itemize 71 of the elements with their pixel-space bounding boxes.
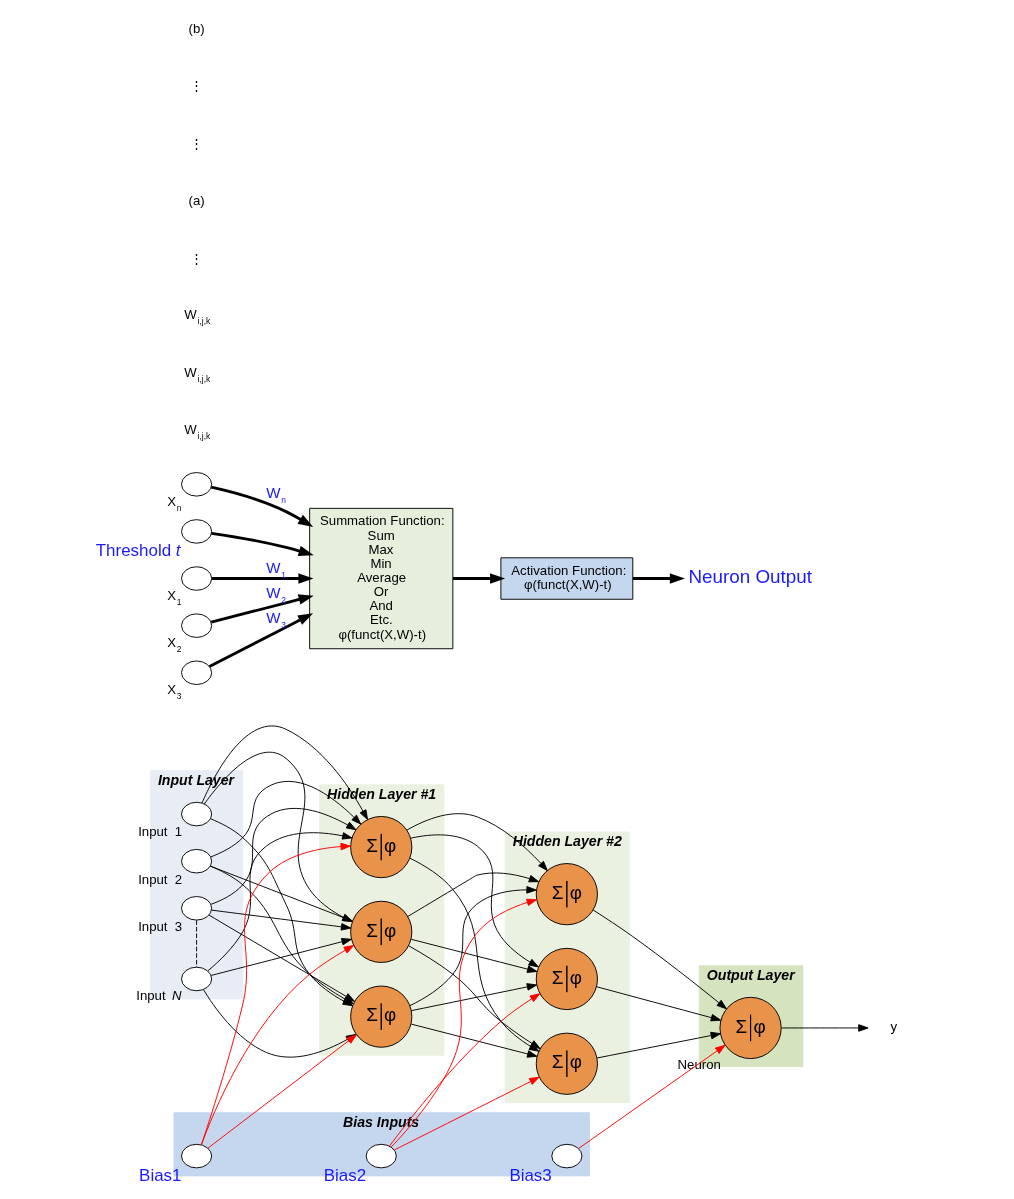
arrow	[210, 594, 314, 624]
node-circle	[180, 896, 212, 921]
arrow	[208, 613, 313, 668]
node-box: Activation Function: φ(funct(X,W)-t)	[499, 557, 633, 600]
arrow	[410, 938, 537, 973]
label: ⋮	[189, 135, 203, 151]
node-circle: Σ φ	[535, 863, 598, 926]
edge-label: W$_{n}$	[265, 484, 286, 506]
arrow	[210, 909, 351, 931]
node-circle	[180, 966, 212, 992]
node-label: Input 2	[137, 871, 182, 887]
connector	[195, 919, 197, 968]
node-label: X$_{2}$	[166, 635, 182, 655]
node-circle: Σ φ	[349, 900, 412, 963]
node-label: Threshold t	[95, 540, 181, 560]
arrow	[596, 1031, 721, 1059]
arrow	[410, 834, 539, 968]
node-label: Input N	[135, 988, 182, 1004]
arrow	[406, 813, 548, 871]
node-circle	[180, 1143, 212, 1169]
arrow	[208, 914, 355, 1002]
node-label: Input 1	[137, 824, 182, 840]
arrow	[632, 573, 685, 584]
edge-label: W$_{2}$	[265, 584, 286, 606]
edge-label: W$_{3}$	[265, 608, 286, 630]
arrow	[577, 1044, 725, 1149]
arrow	[406, 872, 539, 917]
edge-label: W$_{1}$	[265, 558, 286, 580]
node-circle: Σ φ	[719, 996, 782, 1060]
node-label: X$_{1}$	[166, 587, 182, 607]
node-label: X$_{n}$	[166, 493, 182, 513]
label: W$_{i,j,k}$	[183, 307, 210, 327]
node-circle	[180, 613, 212, 638]
arrow	[203, 751, 353, 923]
arrow	[410, 983, 537, 1012]
node-label: Input 3	[137, 918, 182, 934]
label: W$_{i,j,k}$	[183, 364, 210, 384]
label: W$_{i,j,k}$	[183, 422, 210, 442]
arrow	[452, 573, 505, 584]
node-label: X$_{3}$	[166, 682, 182, 702]
arrow	[207, 832, 352, 972]
node-box: Summation Function: Sum Max Min Average Or And Etc. φ(funct(X,W)-t)	[308, 507, 453, 650]
arrow	[210, 938, 352, 976]
arrow	[201, 725, 368, 821]
node-circle: Σ φ	[349, 985, 412, 1048]
arrow	[595, 986, 721, 1022]
node-text: y	[889, 1019, 897, 1035]
node-circle	[180, 519, 212, 544]
label: ⋮	[189, 78, 203, 94]
node-circle: Σ φ	[535, 1032, 598, 1095]
node-circle	[180, 566, 212, 591]
node-circle	[180, 472, 212, 497]
label: ⋮	[189, 250, 203, 266]
arrow	[592, 909, 727, 1010]
node-circle: Σ φ	[535, 947, 598, 1011]
arrow	[408, 886, 537, 1007]
arrow	[210, 531, 314, 557]
node-circle	[180, 801, 212, 827]
node-circle	[180, 848, 212, 874]
node-circle	[550, 1143, 582, 1169]
node-circle	[365, 1143, 397, 1169]
arrow	[210, 807, 356, 905]
node-text: Neuron Output	[687, 566, 812, 588]
label: (b)	[188, 20, 205, 36]
arrow	[780, 1024, 869, 1032]
arrow	[210, 485, 313, 527]
arrow	[211, 573, 313, 584]
arrow	[393, 1076, 540, 1151]
arrow	[209, 780, 361, 858]
label: (a)	[188, 193, 205, 209]
node-circle	[180, 660, 212, 685]
